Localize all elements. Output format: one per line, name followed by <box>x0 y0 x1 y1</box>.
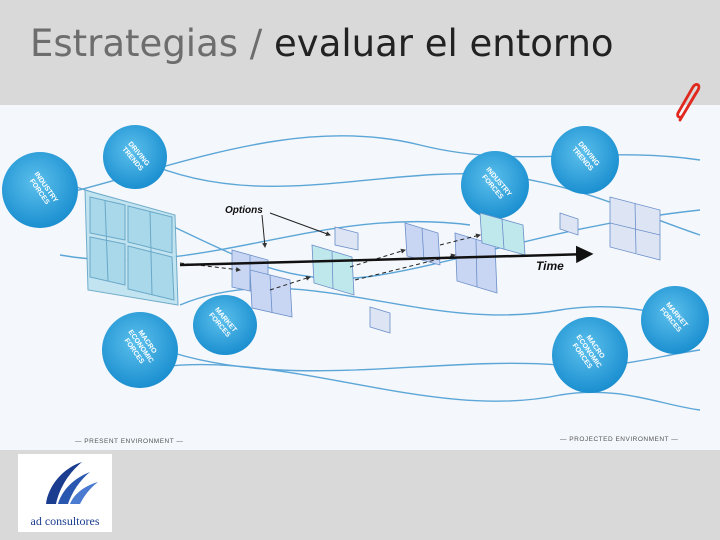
environment-diagram: INDUSTRYFORCES DRIVINGTRENDS MARKETFORCE… <box>0 105 720 450</box>
title-bar: Estrategias / evaluar el entorno <box>0 0 720 105</box>
circle-macro-economic-left <box>102 312 178 388</box>
circle-market-forces-right <box>641 286 709 354</box>
paperclip-icon <box>672 82 706 124</box>
circle-market-forces-left <box>193 295 257 355</box>
present-environment-label: — PRESENT ENVIRONMENT — <box>75 438 183 445</box>
right-force-circles <box>461 126 709 393</box>
left-force-circles <box>2 125 257 388</box>
circle-driving-trends-left <box>103 125 167 189</box>
company-logo: ad consultores <box>18 454 112 532</box>
logo-text: ad consultores <box>30 514 100 528</box>
options-pointer <box>261 212 331 248</box>
time-label: Time <box>536 259 564 273</box>
option-panels <box>231 196 661 334</box>
logo-swoosh-icon <box>46 462 98 504</box>
footer-bar <box>0 450 720 540</box>
slide-title: Estrategias / evaluar el entorno <box>30 22 614 65</box>
present-environment-panel <box>84 189 179 306</box>
title-main: evaluar el entorno <box>274 22 614 65</box>
time-arrow <box>179 245 594 267</box>
title-prefix: Estrategias / <box>30 22 275 65</box>
circle-industry-forces-right <box>461 151 529 219</box>
projected-environment-label: — PROJECTED ENVIRONMENT — <box>560 436 678 443</box>
circle-macro-economic-right <box>552 317 628 393</box>
options-label: Options <box>225 205 263 216</box>
circle-driving-trends-right <box>551 126 619 194</box>
circle-industry-forces-left <box>2 152 78 228</box>
